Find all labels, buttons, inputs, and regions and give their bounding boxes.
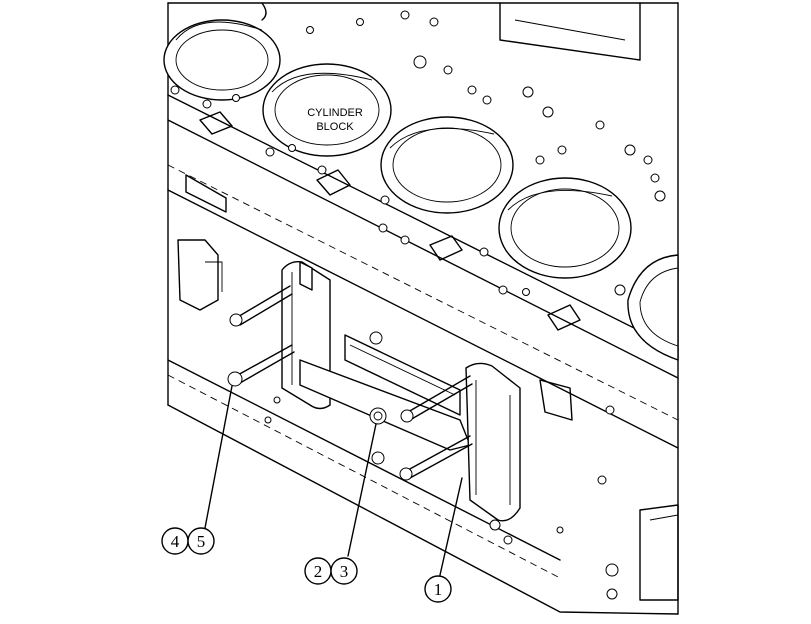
bracket-assembly — [227, 260, 521, 522]
callout-1: 1 — [424, 575, 452, 603]
cylinder-bores — [163, 2, 679, 361]
callout-2-3: 2 3 — [304, 557, 358, 585]
cylinder-bore-5 — [627, 254, 679, 361]
callout-number-4: 4 — [171, 532, 180, 551]
block-side-features — [177, 111, 679, 601]
stud-upper — [229, 285, 293, 327]
block-label-line-1: CYLINDER — [307, 107, 363, 119]
callout-number-3: 3 — [340, 562, 349, 581]
block-label-line-2: BLOCK — [316, 121, 354, 133]
stud-lower — [227, 344, 295, 387]
stud-front-upper — [400, 375, 473, 423]
cylinder-block-outline — [167, 2, 679, 615]
callout-number-2: 2 — [314, 562, 323, 581]
bolt-holes — [170, 10, 666, 600]
leader-lines — [204, 385, 463, 576]
nut-center — [369, 331, 387, 465]
stud-front-lower — [399, 435, 473, 481]
callout-4-5: 4 5 — [161, 527, 215, 555]
callout-number-5: 5 — [197, 532, 206, 551]
callout-number-1: 1 — [434, 580, 443, 599]
cylinder-bore-3 — [380, 116, 514, 214]
cylinder-bore-2 — [262, 63, 392, 157]
cylinder-bore-4 — [498, 177, 632, 279]
cylinder-bore-1 — [163, 19, 281, 101]
